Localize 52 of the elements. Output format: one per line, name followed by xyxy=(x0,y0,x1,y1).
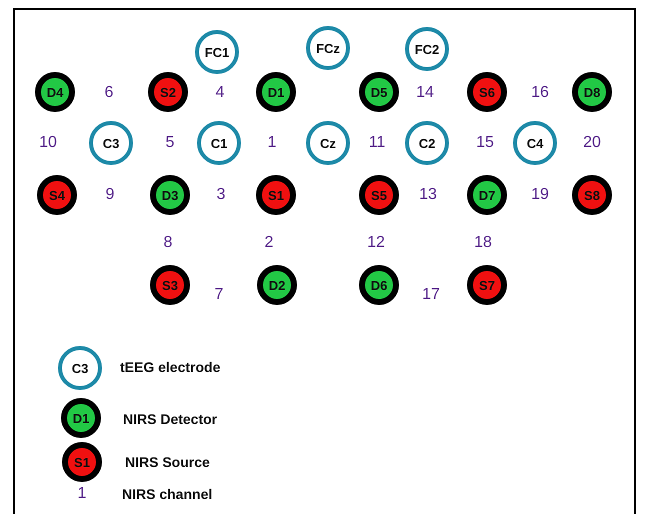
legend-text: tEEG electrode xyxy=(120,359,220,375)
channel-number: 2 xyxy=(264,234,274,252)
channel-number: 15 xyxy=(476,134,494,152)
electrode-circle: FC1 xyxy=(195,30,239,74)
source-circle: S7 xyxy=(467,265,507,305)
channel-number: 8 xyxy=(164,234,172,252)
channel-number: 18 xyxy=(474,234,492,252)
electrode-circle: C3 xyxy=(89,121,133,165)
channel-number: 4 xyxy=(216,84,224,102)
channel-number: 19 xyxy=(531,186,549,204)
channel-number: 6 xyxy=(104,84,114,102)
electrode-circle: C1 xyxy=(197,121,241,165)
channel-number: 16 xyxy=(531,84,549,102)
source-circle: S1 xyxy=(256,175,296,215)
channel-number: 12 xyxy=(367,234,385,252)
channel-number: 3 xyxy=(216,186,226,204)
electrode-circle: C3 xyxy=(58,346,102,390)
electrode-circle: C4 xyxy=(513,121,557,165)
electrode-circle: FCz xyxy=(306,26,350,70)
channel-number: 5 xyxy=(166,134,174,152)
detector-circle: D8 xyxy=(572,72,612,112)
source-circle: S3 xyxy=(150,265,190,305)
channel-number: 7 xyxy=(214,286,224,304)
detector-circle: D6 xyxy=(359,265,399,305)
legend-text: NIRS Source xyxy=(125,454,210,470)
electrode-circle: C2 xyxy=(405,121,449,165)
channel-number: 14 xyxy=(416,84,434,102)
source-circle: S1 xyxy=(62,442,102,482)
source-circle: S5 xyxy=(359,175,399,215)
detector-circle: D1 xyxy=(61,398,101,438)
legend-text: NIRS channel xyxy=(122,486,212,502)
channel-number: 10 xyxy=(39,134,57,152)
channel-number: 13 xyxy=(419,186,437,204)
detector-circle: D2 xyxy=(257,265,297,305)
source-circle: S2 xyxy=(148,72,188,112)
channel-number: 1 xyxy=(78,485,86,503)
channel-number: 1 xyxy=(268,134,276,152)
channel-number: 9 xyxy=(106,186,114,204)
electrode-circle: Cz xyxy=(306,121,350,165)
channel-number: 17 xyxy=(422,286,440,304)
detector-circle: D1 xyxy=(256,72,296,112)
detector-circle: D3 xyxy=(150,175,190,215)
detector-circle: D7 xyxy=(467,175,507,215)
source-circle: S4 xyxy=(37,175,77,215)
detector-circle: D4 xyxy=(35,72,75,112)
channel-number: 20 xyxy=(583,134,601,152)
source-circle: S6 xyxy=(467,72,507,112)
electrode-circle: FC2 xyxy=(405,27,449,71)
channel-number: 11 xyxy=(368,134,386,152)
source-circle: S8 xyxy=(572,175,612,215)
detector-circle: D5 xyxy=(359,72,399,112)
legend-text: NIRS Detector xyxy=(123,411,218,427)
